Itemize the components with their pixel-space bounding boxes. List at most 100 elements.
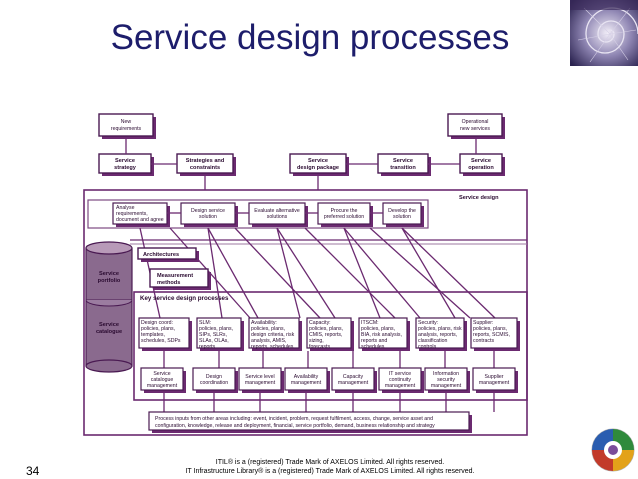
svg-text:management: management [338, 380, 369, 386]
svg-text:management: management [385, 383, 416, 389]
svg-text:SLAs, OLAs,: SLAs, OLAs, [199, 338, 229, 344]
svg-text:policies, plans,: policies, plans, [251, 326, 285, 332]
svg-text:policies, plans, risk: policies, plans, risk [418, 326, 462, 332]
key-processes-frame [133, 291, 528, 401]
svg-text:management: management [479, 380, 510, 386]
svg-text:ITSCM:: ITSCM: [361, 320, 379, 326]
svg-text:SIPs, SLRs,: SIPs, SLRs, [199, 332, 227, 338]
new-requirements-line1: New [121, 119, 132, 125]
step1-line3: document and agree [116, 217, 164, 223]
svg-text:Availability: Availability [294, 374, 319, 380]
step4-line2: preferred solution [324, 214, 364, 220]
svg-text:coordination: coordination [200, 380, 228, 386]
itscm-output: ITSCM: policies, plans, BIA, risk analys… [358, 317, 410, 351]
svg-text:sizing,: sizing, [309, 338, 324, 344]
svg-text:policies, plans,: policies, plans, [473, 326, 507, 332]
supplier-output: Supplier: policies, plans, reports, SCMI… [470, 317, 520, 351]
svg-text:Supplier:: Supplier: [473, 320, 493, 326]
svg-text:BIA, risk analysis,: BIA, risk analysis, [361, 332, 402, 338]
process-design-coordination: Design coordination [192, 367, 238, 393]
svg-text:Design: Design [206, 374, 222, 380]
footer: ITIL® is a (registered) Trade Mark of AX… [140, 458, 520, 476]
svg-text:Security:: Security: [418, 320, 438, 326]
svg-text:classification: classification [418, 338, 448, 344]
footer-line-2: IT Infrastructure Library® is a (registe… [185, 468, 475, 475]
svg-text:schedules, SDPs: schedules, SDPs [141, 338, 181, 344]
step1-line1: Analyse [116, 205, 135, 211]
process-service-catalogue: Service catalogue management [140, 367, 186, 393]
svg-text:Capacity: Capacity [343, 374, 364, 380]
service-operation-box: Service operation [459, 153, 505, 176]
slide-number: 34 [26, 464, 40, 478]
step5-line2: solution [393, 214, 411, 220]
svg-text:controls: controls [418, 344, 437, 350]
svg-text:management: management [431, 383, 462, 389]
service-design-package-box: Service design package [289, 153, 349, 176]
svg-text:schedules: schedules [361, 344, 385, 350]
step3-line2: solutions [267, 214, 288, 220]
architectures-label: Architectures [143, 252, 179, 258]
service-strategy-line1: Service [115, 158, 135, 164]
svg-text:Information: Information [433, 371, 459, 377]
step5-line1: Develop the [388, 208, 416, 214]
step1-line2: requirements, [116, 211, 148, 217]
design-coord-output: Design coord: policies, plans, templates… [138, 317, 192, 351]
svg-text:Service: Service [153, 371, 170, 377]
step-procure: Procure the preferred solution [317, 202, 373, 227]
svg-text:Service level: Service level [245, 374, 274, 380]
svg-text:contracts: contracts [473, 338, 494, 344]
new-requirements-line2: requirements [111, 126, 142, 132]
strategies-line2: constraints [190, 165, 220, 171]
svg-text:SLM:: SLM: [199, 320, 211, 326]
process-service-level: Service level management [238, 367, 284, 393]
svg-text:management: management [291, 380, 322, 386]
operation-line2: operation [468, 165, 494, 171]
step-develop: Develop the solution [382, 202, 424, 227]
strategies-line1: Strategies and [186, 158, 225, 164]
svg-text:catalogue: catalogue [151, 377, 174, 383]
svg-text:management: management [147, 383, 178, 389]
service-design-label: Service design [459, 195, 499, 201]
svg-text:design criteria, risk: design criteria, risk [251, 332, 295, 338]
measurement-line2: methods [157, 280, 180, 286]
step3-line1: Evaluate alternative [254, 208, 300, 214]
catalogue-line1: Service [99, 322, 119, 328]
process-inputs-box: Process inputs from other areas includin… [148, 411, 472, 433]
process-supplier: Supplier management [472, 367, 518, 393]
step-evaluate: Evaluate alternative solutions [248, 202, 308, 227]
svg-text:Capacity:: Capacity: [309, 320, 331, 326]
service-transition-box: Service transition [377, 153, 431, 176]
key-processes-label: Key service design processes [140, 295, 229, 302]
process-availability: Availability management [284, 367, 330, 393]
operational-line2: new services [460, 126, 490, 132]
svg-text:policies, plans,: policies, plans, [309, 326, 343, 332]
step-design: Design service solution [180, 202, 238, 227]
inputs-line2: configuration, knowledge, release and de… [155, 423, 435, 429]
svg-text:policies, plans,: policies, plans, [141, 326, 175, 332]
sdp-line2: design package [297, 165, 339, 171]
transition-line2: transition [390, 165, 416, 171]
operational-new-services-box: Operational new services [447, 113, 505, 139]
itil-service-lifecycle-logo [591, 428, 635, 472]
svg-text:management: management [245, 380, 276, 386]
svg-text:IT service: IT service [389, 371, 412, 377]
architectures-box: Architectures [137, 247, 199, 262]
svg-text:Availability:: Availability: [251, 320, 277, 326]
svg-text:Design coord:: Design coord: [141, 320, 173, 326]
service-strategy-box: Service strategy [98, 153, 154, 176]
svg-text:reports, SCMIS,: reports, SCMIS, [473, 332, 510, 338]
svg-text:analysis, reports,: analysis, reports, [418, 332, 457, 338]
portfolio-line1: Service [99, 271, 119, 277]
capacity-output: Capacity: policies, plans, CMIS, reports… [306, 317, 354, 351]
measurement-methods-box: Measurement methods [149, 268, 211, 290]
sdp-line1: Service [308, 158, 328, 164]
svg-text:Supplier: Supplier [484, 374, 503, 380]
catalogue-line2: catalogue [96, 329, 122, 335]
steps-frame [87, 199, 429, 229]
svg-text:templates,: templates, [141, 332, 165, 338]
service-portfolio-cylinder: Service portfolio Service catalogue [85, 241, 133, 373]
process-capacity: Capacity management [331, 367, 377, 393]
svg-text:forecasts: forecasts [309, 344, 330, 350]
svg-text:reports: reports [199, 344, 216, 350]
